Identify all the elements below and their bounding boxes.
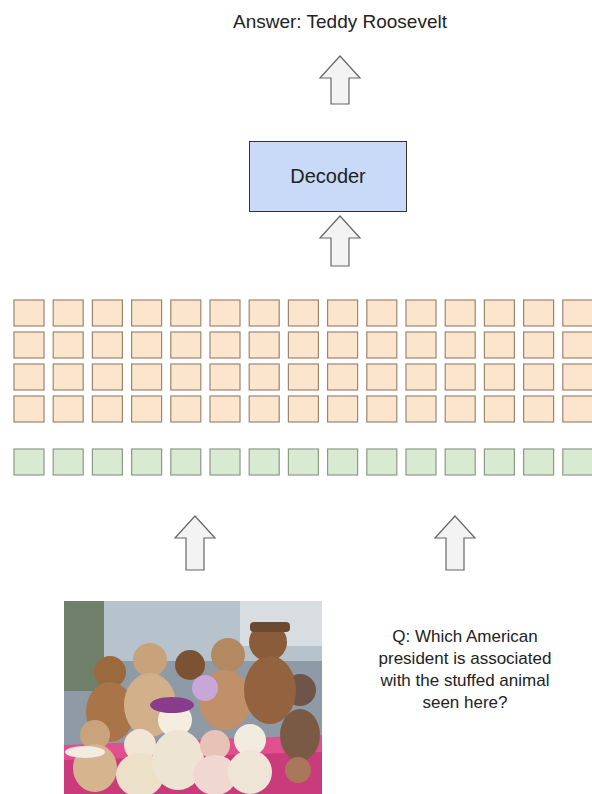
image-token: [14, 300, 44, 326]
image-token: [92, 364, 122, 390]
image-token: [328, 364, 358, 390]
image-token: [92, 396, 122, 422]
image-token: [484, 396, 514, 422]
image-token: [406, 396, 436, 422]
image-token: [445, 332, 475, 358]
image-token: [288, 332, 318, 358]
image-token: [445, 396, 475, 422]
image-token: [367, 332, 397, 358]
answer-text: Answer: Teddy Roosevelt: [140, 10, 540, 35]
flow-arrow: [320, 216, 360, 266]
image-token: [563, 300, 592, 326]
image-token: [171, 300, 201, 326]
text-token: [210, 449, 240, 475]
image-token: [367, 300, 397, 326]
image-token: [249, 332, 279, 358]
image-token: [249, 364, 279, 390]
image-token: [249, 396, 279, 422]
text-token: [132, 449, 162, 475]
text-token: [367, 449, 397, 475]
image-token: [53, 300, 83, 326]
image-token: [524, 364, 554, 390]
image-token: [210, 396, 240, 422]
image-token: [445, 364, 475, 390]
image-token: [92, 300, 122, 326]
image-token: [171, 396, 201, 422]
text-token: [249, 449, 279, 475]
image-token: [484, 364, 514, 390]
image-token: [171, 332, 201, 358]
image-token: [53, 332, 83, 358]
text-token: [288, 449, 318, 475]
image-token: [524, 332, 554, 358]
image-token: [171, 364, 201, 390]
image-token: [249, 300, 279, 326]
image-token: [132, 364, 162, 390]
text-token: [484, 449, 514, 475]
image-token: [484, 300, 514, 326]
image-token: [288, 364, 318, 390]
image-token: [210, 364, 240, 390]
image-token: [406, 300, 436, 326]
image-token: [92, 332, 122, 358]
image-token: [14, 332, 44, 358]
flow-arrow: [320, 56, 360, 104]
image-token: [524, 396, 554, 422]
text-token: [14, 449, 44, 475]
image-token: [132, 300, 162, 326]
image-token: [406, 364, 436, 390]
image-token: [132, 332, 162, 358]
image-token: [14, 396, 44, 422]
image-token: [563, 332, 592, 358]
text-token: [563, 449, 592, 475]
image-token: [328, 396, 358, 422]
text-token: [171, 449, 201, 475]
process-box: Decoder: [249, 141, 407, 212]
image-token: [210, 300, 240, 326]
image-token: [484, 332, 514, 358]
image-token: [328, 300, 358, 326]
text-token: [524, 449, 554, 475]
text-token: [328, 449, 358, 475]
question-text: Q: Which American president is associate…: [365, 626, 565, 714]
token-grid: [14, 300, 592, 475]
image-token: [367, 364, 397, 390]
image-token: [288, 396, 318, 422]
flow-arrows: [175, 56, 475, 570]
image-token: [53, 364, 83, 390]
box-label: Decoder: [290, 165, 366, 188]
image-token: [53, 396, 83, 422]
image-token: [445, 300, 475, 326]
flow-arrow: [435, 516, 475, 570]
teddy-bear-photo: [64, 601, 322, 794]
image-token: [563, 364, 592, 390]
image-token: [328, 332, 358, 358]
image-token: [210, 332, 240, 358]
image-token: [132, 396, 162, 422]
text-token: [92, 449, 122, 475]
image-token: [524, 300, 554, 326]
text-token: [445, 449, 475, 475]
image-token: [406, 332, 436, 358]
flow-arrow: [175, 516, 215, 570]
text-token: [53, 449, 83, 475]
image-token: [14, 364, 44, 390]
image-token: [288, 300, 318, 326]
text-token: [406, 449, 436, 475]
image-token: [367, 396, 397, 422]
image-token: [563, 396, 592, 422]
